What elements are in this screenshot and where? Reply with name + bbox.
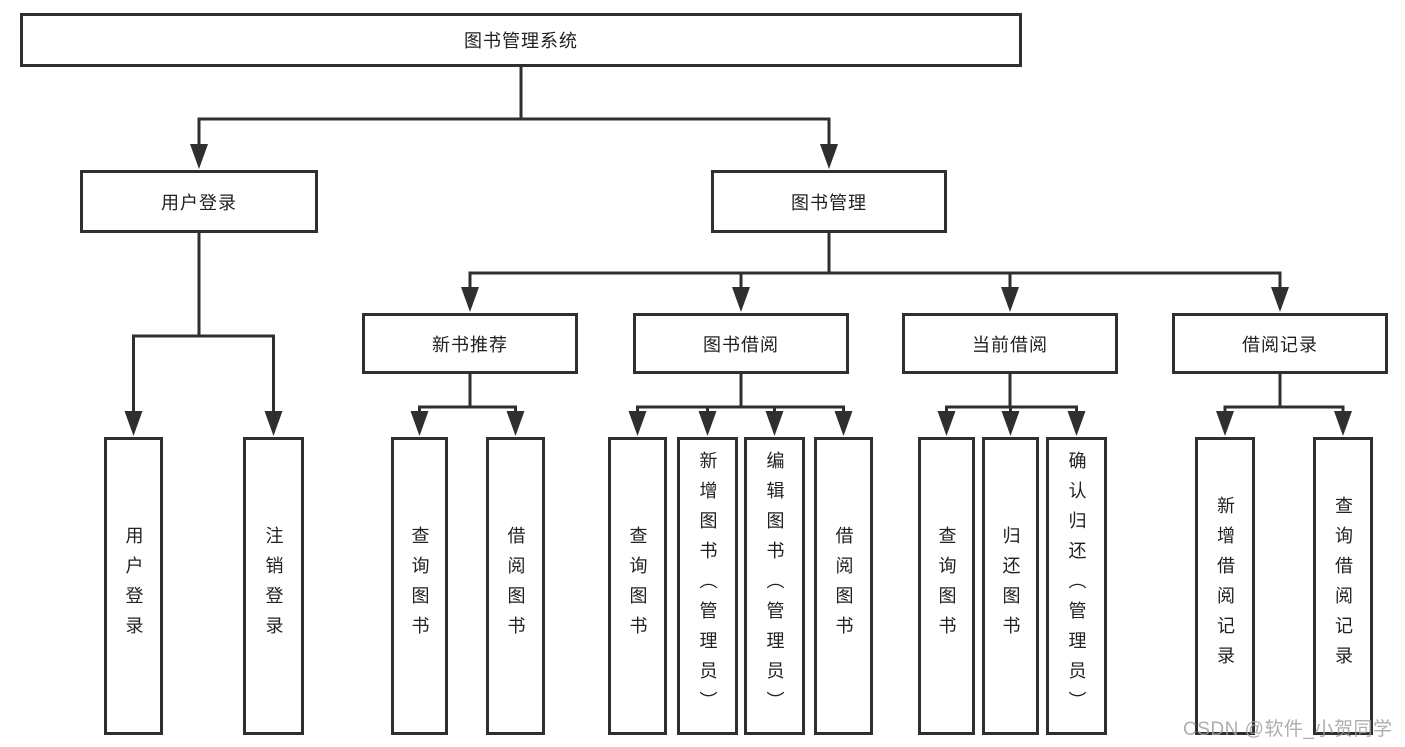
node-new-books: 新书推荐 <box>362 313 578 374</box>
node-label: 图书管理系统 <box>464 31 578 51</box>
node-label: 查询图书 <box>936 526 957 646</box>
arrowhead-icon <box>1271 287 1289 312</box>
node-br-add: 新增借阅记录 <box>1195 437 1255 735</box>
node-label: 借阅图书 <box>833 526 854 646</box>
node-label: 新增借阅记录 <box>1215 496 1235 676</box>
node-root: 图书管理系统 <box>20 13 1022 67</box>
node-label: 查询图书 <box>627 526 648 646</box>
arrowhead-icon <box>190 144 208 169</box>
arrowhead-icon <box>1334 411 1352 436</box>
node-cb-query: 查询图书 <box>918 437 975 735</box>
node-book-mgmt: 图书管理 <box>711 170 947 233</box>
node-bb-query: 查询图书 <box>608 437 667 735</box>
node-bb-edit: 编辑图书（管理员） <box>744 437 805 735</box>
arrowhead-icon <box>698 411 717 436</box>
node-bb-borrow: 借阅图书 <box>814 437 873 735</box>
arrowhead-icon <box>264 411 283 436</box>
node-book-borrow: 图书借阅 <box>633 313 849 374</box>
node-borrow-records: 借阅记录 <box>1172 313 1388 374</box>
arrowhead-icon <box>1001 411 1020 436</box>
arrowhead-icon <box>1216 411 1234 436</box>
node-label: 查询借阅记录 <box>1333 496 1353 676</box>
node-label: 注销登录 <box>263 526 284 646</box>
node-label: 查询图书 <box>409 526 430 646</box>
node-nb-borrow: 借阅图书 <box>486 437 545 735</box>
node-label: 新书推荐 <box>432 334 508 355</box>
node-label: 编辑图书（管理员） <box>764 451 785 721</box>
watermark: CSDN @软件_小贺同学 <box>1183 719 1393 740</box>
node-nb-query: 查询图书 <box>391 437 448 735</box>
arrowhead-icon <box>124 411 143 436</box>
node-label: 新增图书（管理员） <box>697 451 718 721</box>
arrowhead-icon <box>506 411 525 436</box>
node-label: 确认归还（管理员） <box>1066 451 1087 721</box>
node-label: 用户登录 <box>123 526 144 646</box>
arrowhead-icon <box>732 287 750 312</box>
arrowhead-icon <box>1001 287 1019 312</box>
arrowhead-icon <box>461 287 479 312</box>
node-current-borrow: 当前借阅 <box>902 313 1118 374</box>
node-leaf-user-login: 用户登录 <box>104 437 163 735</box>
arrowhead-icon <box>628 411 647 436</box>
node-bb-add: 新增图书（管理员） <box>677 437 738 735</box>
node-label: 用户登录 <box>161 192 237 213</box>
node-label: 图书管理 <box>791 192 867 213</box>
arrowhead-icon <box>765 411 784 436</box>
arrowhead-icon <box>410 411 429 436</box>
node-cb-confirm: 确认归还（管理员） <box>1046 437 1107 735</box>
node-label: 借阅记录 <box>1242 334 1318 355</box>
node-label: 归还图书 <box>1000 526 1021 646</box>
arrowhead-icon <box>820 144 838 169</box>
node-cb-return: 归还图书 <box>982 437 1039 735</box>
node-leaf-logout: 注销登录 <box>243 437 304 735</box>
node-label: 当前借阅 <box>972 334 1048 355</box>
arrowhead-icon <box>834 411 853 436</box>
node-label: 图书借阅 <box>703 334 779 355</box>
arrowhead-icon <box>1067 411 1086 436</box>
node-user-login: 用户登录 <box>80 170 318 233</box>
arrowhead-icon <box>937 411 956 436</box>
node-label: 借阅图书 <box>505 526 526 646</box>
node-br-query: 查询借阅记录 <box>1313 437 1373 735</box>
